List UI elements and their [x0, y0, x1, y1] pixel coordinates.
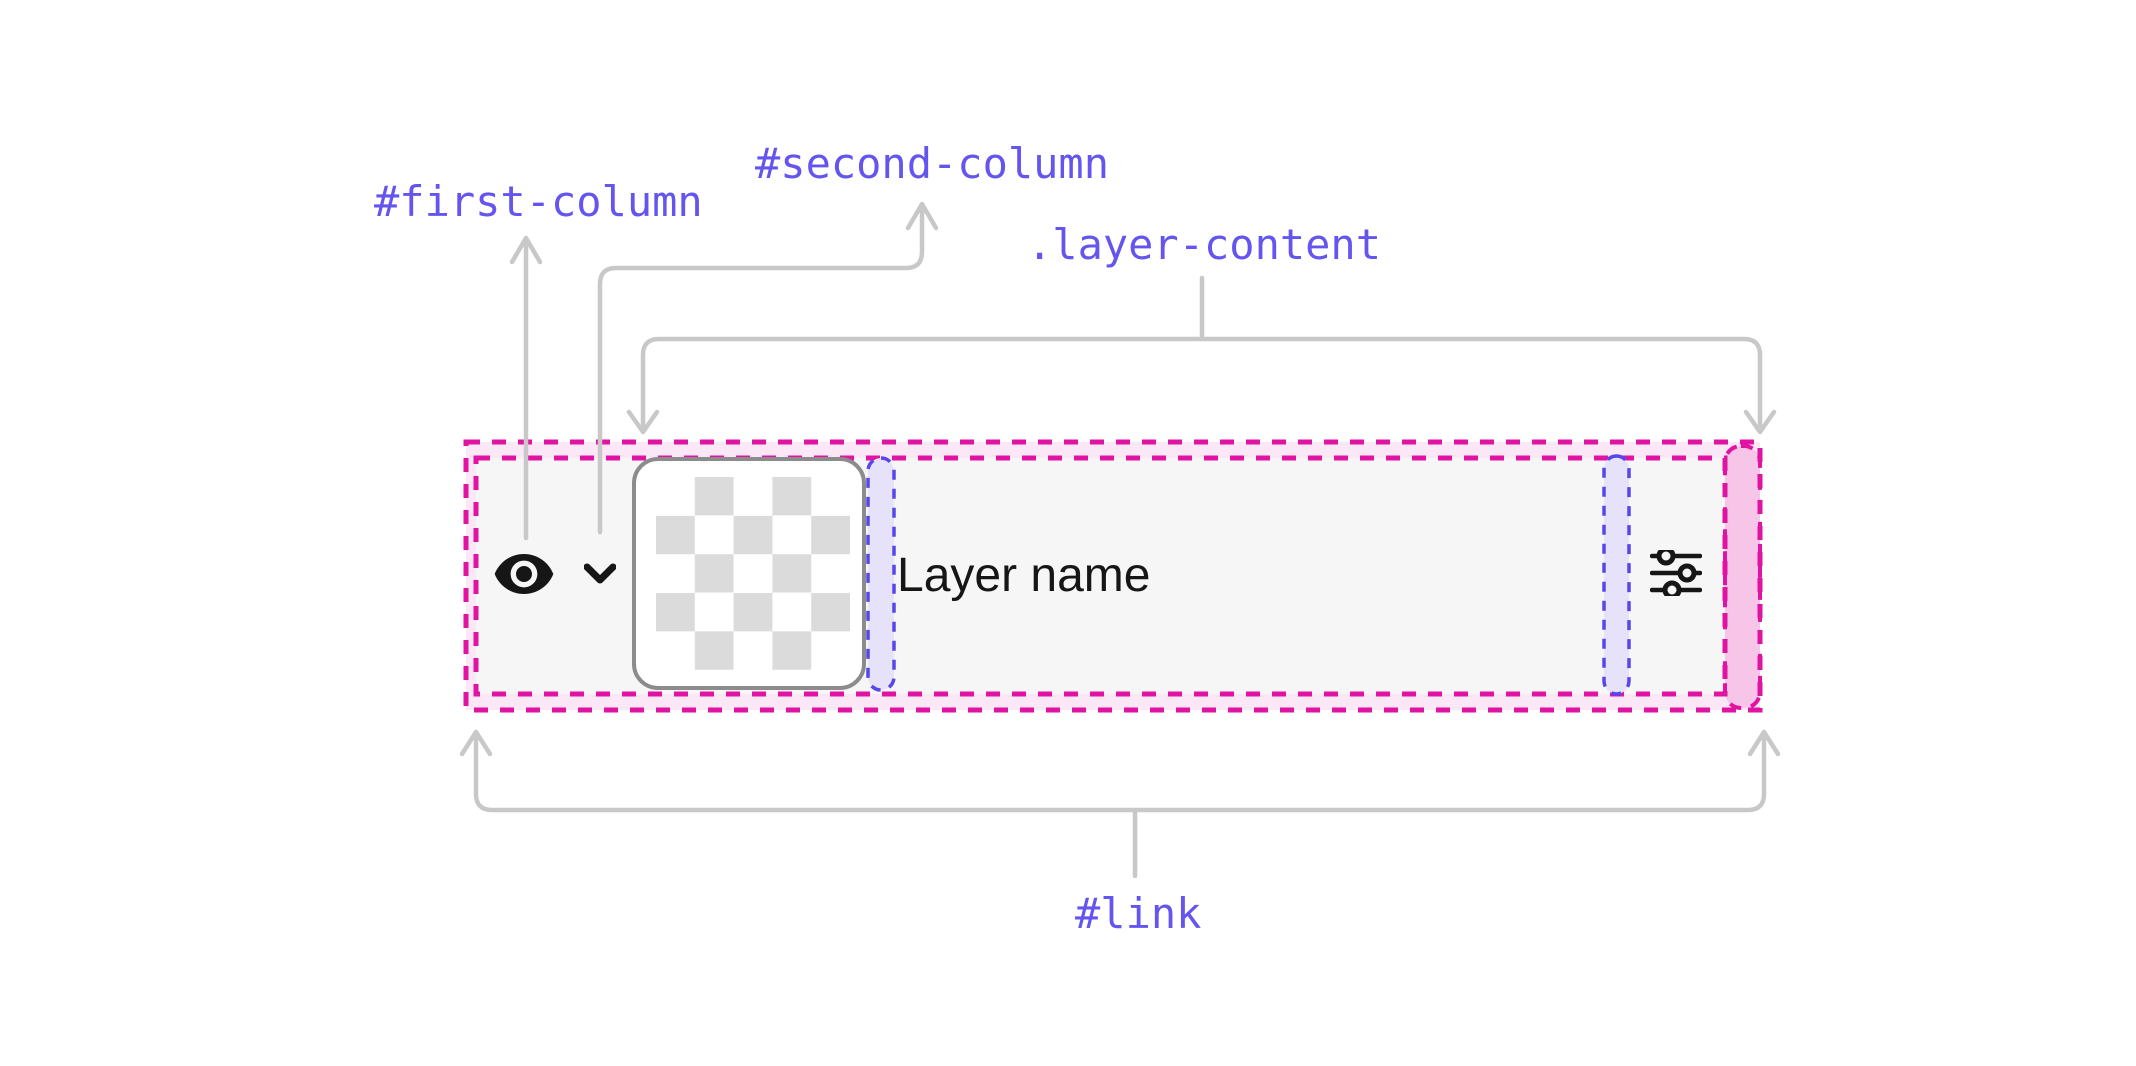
sliders-icon[interactable] — [1650, 550, 1702, 596]
layer-row[interactable]: Layer name — [476, 457, 1725, 694]
eye-icon[interactable] — [492, 542, 556, 606]
layer-name-text: Layer name — [897, 549, 1151, 602]
layer-content-bracket — [626, 275, 1777, 435]
grid-gap-highlight-right — [1602, 454, 1631, 696]
first-column-arrow — [509, 235, 543, 541]
grid-gap-highlight-left — [866, 456, 896, 692]
transparency-checker-pattern — [656, 477, 850, 670]
second-column-label: #second-column — [755, 139, 1110, 188]
layer-content-label: .layer-content — [1027, 220, 1382, 269]
link-bracket — [459, 729, 1781, 879]
checkerboard-thumbnail[interactable] — [632, 457, 866, 690]
first-column-label: #first-column — [374, 177, 703, 226]
second-column-arrow — [597, 201, 939, 535]
chevron-down-icon[interactable] — [584, 561, 616, 587]
right-column-highlight — [1723, 444, 1762, 710]
link-label: #link — [1075, 889, 1202, 938]
